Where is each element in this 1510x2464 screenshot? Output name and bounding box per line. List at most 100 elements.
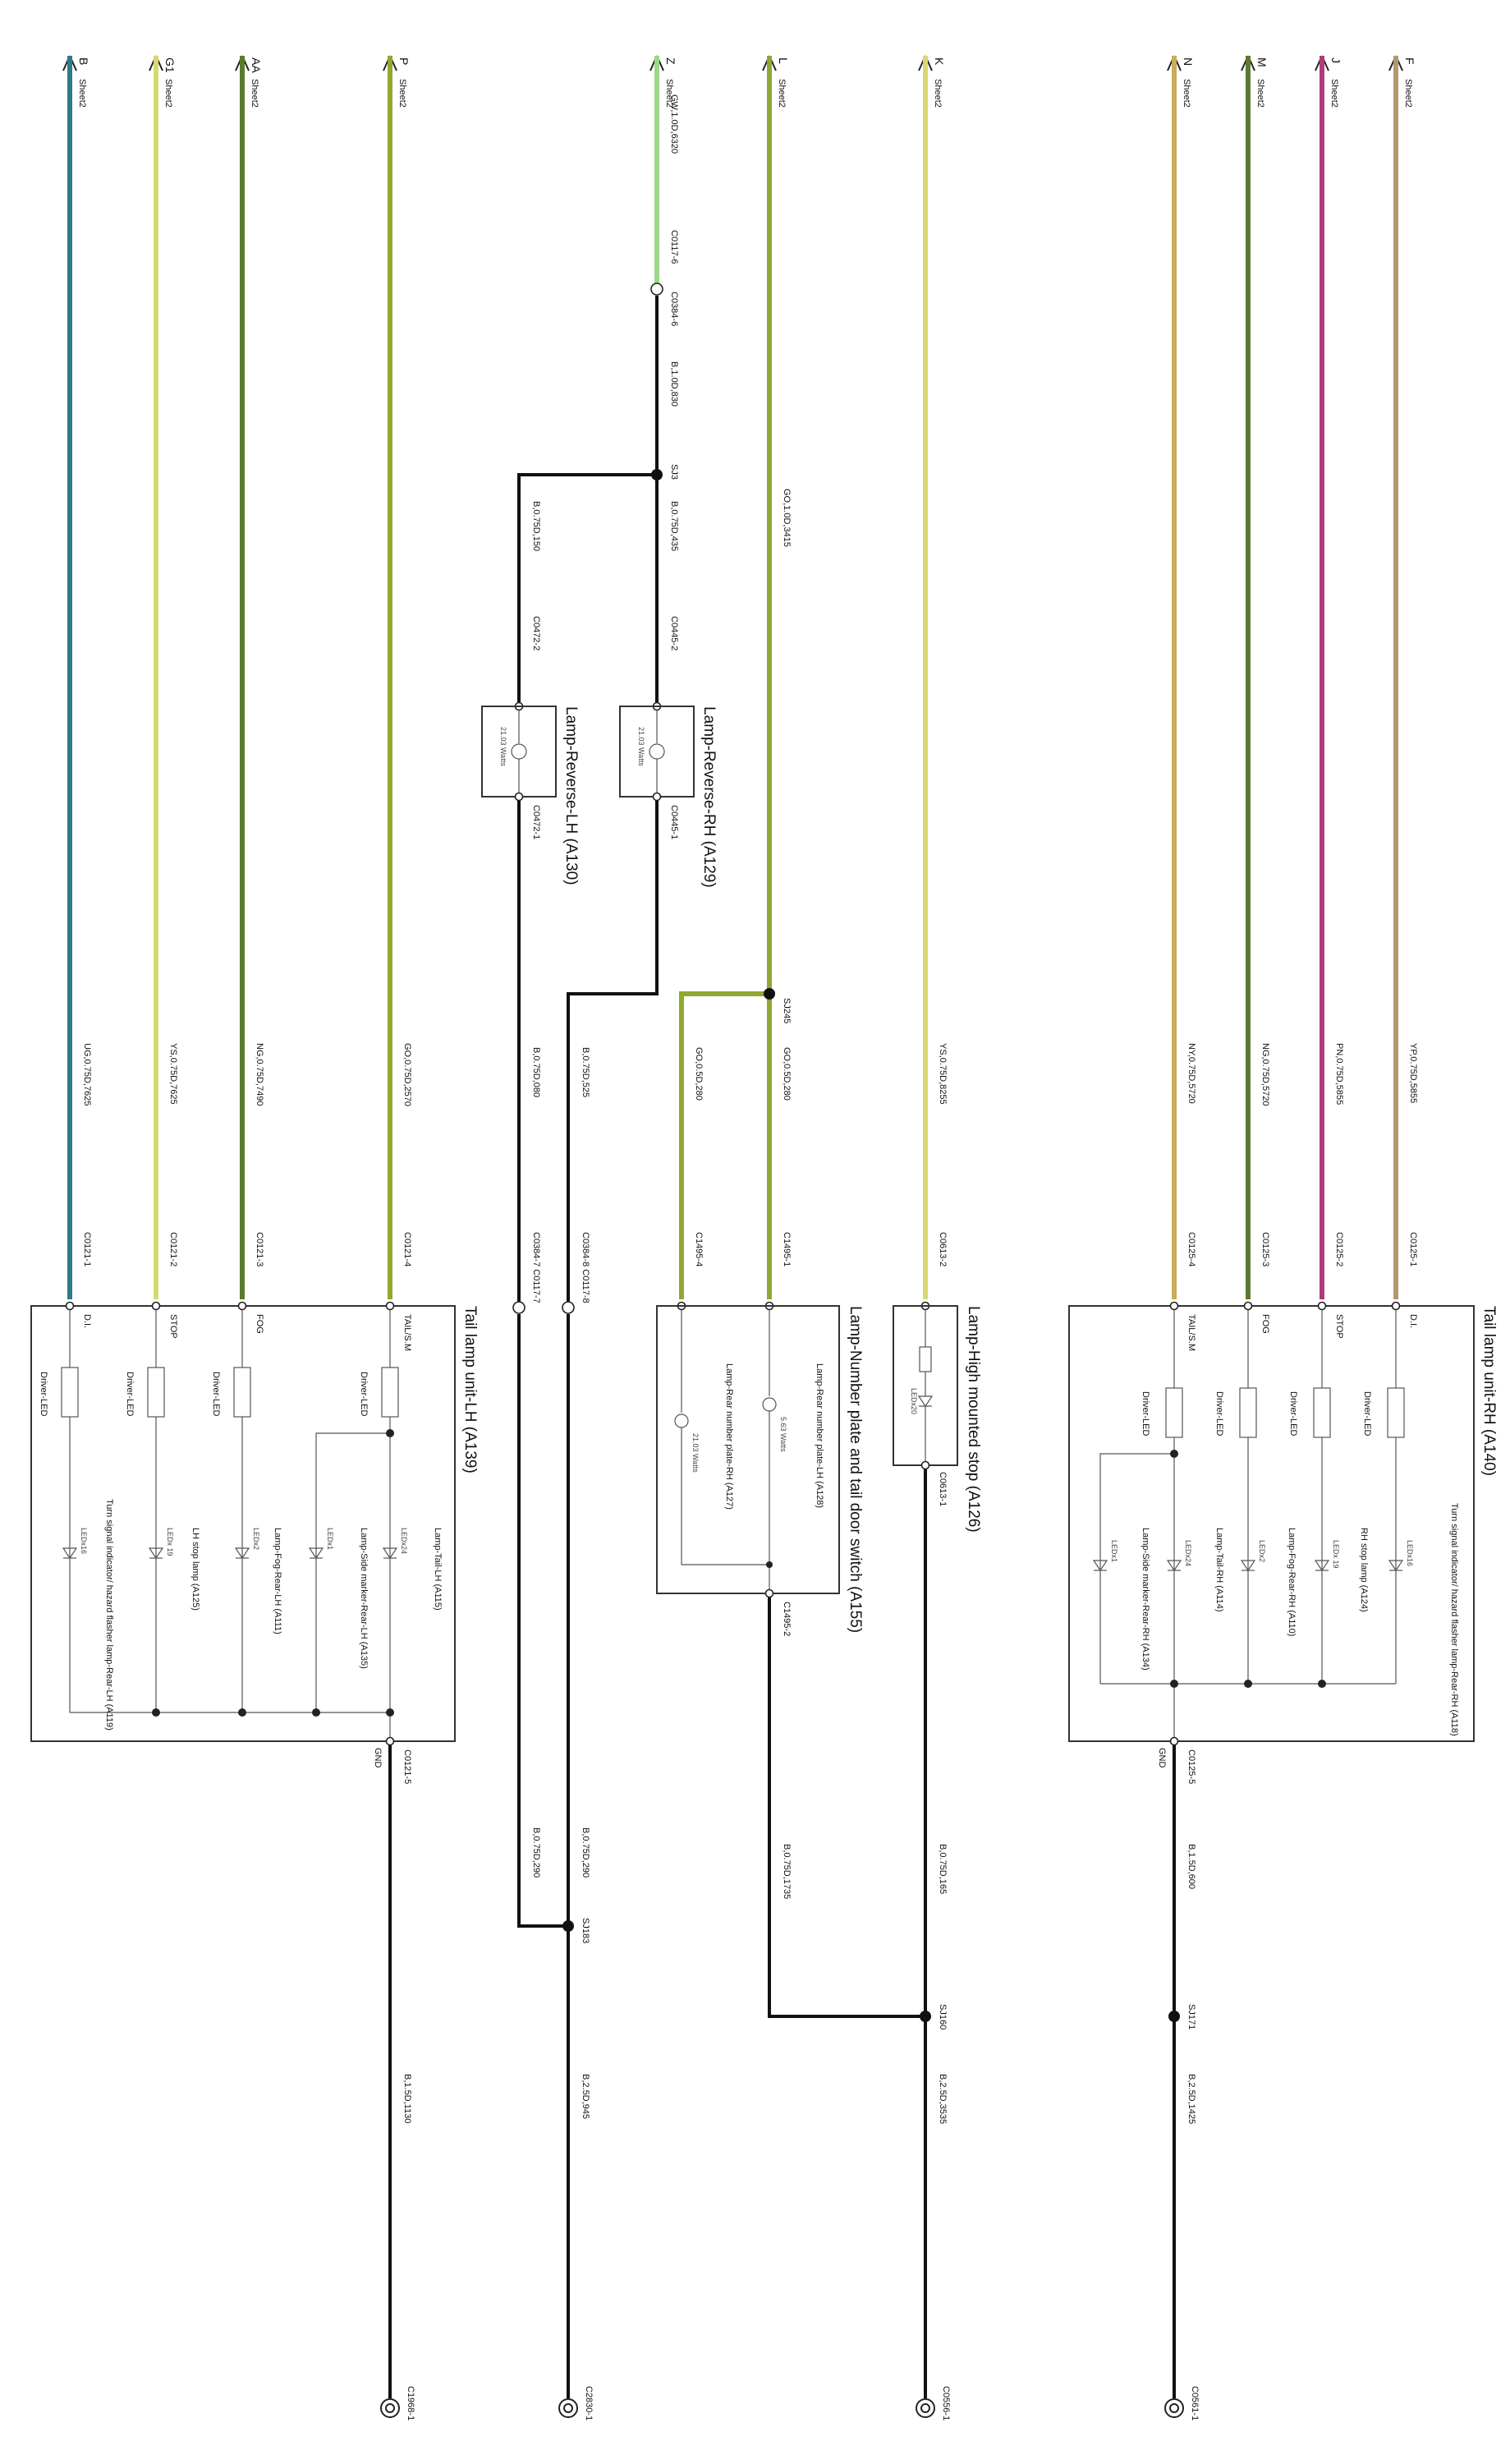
wire-rh-di-pin: C0125-1	[1408, 1232, 1418, 1266]
np-dest: L	[777, 57, 790, 64]
wire-lh-di-dest: B	[77, 57, 90, 65]
rev-conn-b: C0384-6	[669, 292, 679, 326]
rh-lamp-di-led: LEDx16	[1406, 1540, 1414, 1566]
wire-lh-di-pin: C0121-1	[82, 1232, 92, 1266]
wire-rh-stop-dest: J	[1329, 57, 1342, 63]
rev-conn-a: C0117-6	[669, 230, 679, 264]
wire-lh-tail-pin: C0121-4	[402, 1232, 412, 1266]
lh-gnd-pin: C0121-5	[402, 1749, 412, 1784]
high-mounted-stop: K Sheet2 YS,0.75D,8255 C0613-2 Lamp-High…	[893, 55, 982, 2420]
wire-rh-fog: M Sheet2 NG,0.75D,5720 C0125-3 FOG	[1241, 55, 1270, 1334]
rev-rh-watts: 21.03 Watts	[637, 727, 645, 766]
tail-lamp-rh-internal	[1099, 1310, 1405, 1741]
rh-lamp-fog-led: LEDx2	[1258, 1540, 1266, 1562]
wire-rh-stop: J Sheet2 PN,0.75D,5855 C0125-2 STOP	[1315, 55, 1344, 1339]
lh-driver-2: Driver-LED	[125, 1372, 135, 1416]
np-sheet: Sheet2	[777, 79, 787, 108]
hms-title: Lamp-High mounted stop (A126)	[965, 1306, 982, 1533]
hms-splice: SJ160	[938, 2004, 948, 2030]
rh-gnd-pin: C0125-5	[1186, 1749, 1196, 1784]
tail-lamp-unit-rh: Tail lamp unit-RH (A140) F Sheet2 YP,0.7…	[1068, 55, 1498, 2420]
lh-driver-3: Driver-LED	[39, 1372, 48, 1416]
rh-gnd-code: B,1.5D,600	[1186, 1844, 1196, 1889]
wire-rh-di-code: YP,0.75D,5855	[1408, 1043, 1418, 1103]
reverse-lamps: Z Sheet2 GW,1.0D,6320 C0117-6 C0384-6 B,…	[481, 55, 718, 2420]
np-pin2: C1495-2	[782, 1602, 792, 1636]
wire-lh-fog-sheet: Sheet2	[250, 79, 259, 108]
lh-lamp-stop-led: LEDx 19	[166, 1528, 174, 1556]
np-box	[656, 1305, 840, 1594]
rh-driver-2: Driver-LED	[1214, 1391, 1224, 1436]
np-title: Lamp-Number plate and tail door switch (…	[847, 1306, 864, 1633]
wire-rh-fog-func: FOG	[1260, 1314, 1270, 1334]
wire-rh-di-dest: F	[1403, 57, 1416, 65]
lh-driver-0: Driver-LED	[359, 1372, 369, 1416]
tail-lamp-lh-title: Tail lamp unit-LH (A139)	[461, 1306, 479, 1473]
rh-lamp-tail: Lamp-Tail-RH (A114)	[1214, 1528, 1224, 1612]
np-pin4: C1495-4	[694, 1232, 704, 1266]
hms-sheet: Sheet2	[933, 79, 943, 108]
wire-lh-stop-dest: G1	[163, 57, 177, 73]
rev-ret-rh-code: B,0.75D,525	[581, 1047, 590, 1097]
tail-lamp-rh-box	[1068, 1305, 1475, 1742]
rev-splice2: SJ183	[581, 1918, 590, 1943]
rh-lamp-sidemarker: Lamp-Side marker-Rear-RH (A134)	[1141, 1528, 1150, 1671]
lh-ground: C1968-1	[406, 2386, 415, 2420]
rh-lamp-stop: RH stop lamp (A124)	[1359, 1528, 1369, 1612]
wire-rh-stop-func: STOP	[1334, 1314, 1344, 1339]
np-splice: SJ245	[782, 998, 792, 1023]
rh-lamp-stop-led: LEDx 19	[1332, 1540, 1340, 1569]
wire-rh-stop-sheet: Sheet2	[1329, 79, 1339, 108]
wire-lh-fog-code: NG,0.75D,7490	[255, 1043, 264, 1106]
rev-gnd2-code: B,0.75D,290	[531, 1827, 541, 1878]
lh-driver-1: Driver-LED	[211, 1372, 221, 1416]
np-lamp-rh: Lamp-Rear number plate-RH (A127)	[724, 1363, 734, 1510]
rev-rh-pin-out: C0445-1	[669, 805, 679, 839]
lh-out-code: B,1.5D,1130	[402, 2074, 412, 2123]
lh-lamp-fog: Lamp-Fog-Rear-LH (A111)	[273, 1528, 282, 1634]
wire-lh-di-sheet: Sheet2	[77, 79, 87, 108]
wire-rh-tail-code: NY,0.75D,5720	[1186, 1043, 1196, 1104]
rev-lh-code: B,0.75D,150	[531, 501, 541, 551]
wire-lh-fog-dest: AA	[250, 57, 263, 73]
wire-rh-tail-func: TAIL/S.M	[1186, 1314, 1196, 1351]
np-lamp-rh-watts: 21.03 Watts	[691, 1433, 700, 1473]
wire-lh-stop-code: YS,0.75D,7625	[168, 1043, 178, 1105]
wire-rh-stop-pin: C0125-2	[1334, 1232, 1344, 1266]
wire-rh-di: F Sheet2 YP,0.75D,5855 C0125-1 D.I.	[1388, 55, 1418, 1328]
np-pin1: C1495-1	[782, 1232, 792, 1266]
hms-out-code: B,2.5D,3535	[938, 2074, 948, 2124]
rh-lamp-tail-led: LEDx24	[1184, 1540, 1192, 1566]
rev-code-in: GW,1.0D,6320	[669, 94, 679, 154]
rev-rh-pin-in: C0445-2	[669, 616, 679, 650]
wire-lh-fog-pin: C0121-3	[255, 1232, 264, 1266]
rh-gnd-label: GND	[1157, 1748, 1167, 1768]
rev-rh-code: B,0.75D,435	[669, 501, 679, 551]
rev-ground: C2830-1	[584, 2386, 594, 2420]
wire-rh-fog-pin: C0125-3	[1260, 1232, 1270, 1266]
rev-conn-d: C0384-7 C0117-7	[531, 1232, 541, 1303]
wire-rh-fog-sheet: Sheet2	[1255, 79, 1265, 108]
rh-out-code: B,2.5D,1425	[1186, 2074, 1196, 2124]
wire-rh-stop-code: PN,0.75D,5855	[1334, 1043, 1344, 1105]
wire-rh-di-func: D.I.	[1408, 1314, 1418, 1328]
rh-lamp-fog: Lamp-Fog-Rear-RH (A110)	[1287, 1528, 1297, 1636]
np-lamp-lh-watts: 5.63 Watts	[779, 1417, 787, 1452]
rev-out-code: B,2.5D,945	[581, 2074, 590, 2119]
rh-driver-0: Driver-LED	[1362, 1391, 1372, 1436]
wire-rh-di-sheet: Sheet2	[1403, 79, 1413, 108]
wire-lh-tail: P Sheet2 GO,0.75D,2570 C0121-4 TAIL/S.M	[383, 55, 412, 1351]
wire-rh-tail-sheet: Sheet2	[1182, 79, 1191, 108]
lh-lamp-fog-led: LEDx2	[252, 1528, 260, 1550]
lh-lamp-tail-led: LEDx24	[400, 1528, 408, 1554]
wire-rh-tail-pin: C0125-4	[1186, 1232, 1196, 1266]
lh-gnd-label: GND	[373, 1748, 383, 1768]
rev-gnd1-code: B,0.75D,290	[581, 1827, 590, 1878]
wire-rh-fog-dest: M	[1255, 57, 1269, 67]
wire-lh-tail-dest: P	[397, 57, 411, 65]
wire-lh-di-func: D.I.	[82, 1314, 92, 1328]
wire-lh-fog: AA Sheet2 NG,0.75D,7490 C0121-3 FOG	[235, 55, 264, 1334]
rh-driver-1: Driver-LED	[1288, 1391, 1298, 1436]
wire-lh-stop: G1 Sheet2 YS,0.75D,7625 C0121-2 STOP	[149, 55, 178, 1339]
